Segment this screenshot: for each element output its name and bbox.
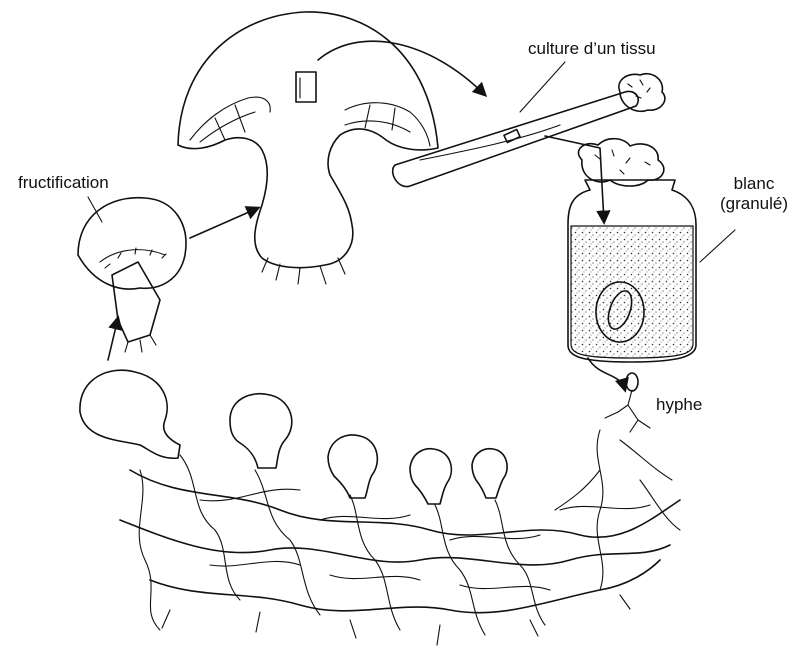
label-blanc-line1: blanc bbox=[720, 174, 788, 194]
young-mushroom-icon bbox=[78, 198, 186, 352]
blanc-leader-line bbox=[700, 230, 735, 262]
culture-leader-line bbox=[520, 62, 565, 112]
mature-mushroom-icon bbox=[178, 12, 438, 284]
arrow-jar-to-hyphe bbox=[588, 358, 625, 390]
label-blanc: blanc (granulé) bbox=[720, 174, 788, 213]
label-fructification: fructification bbox=[18, 173, 109, 193]
arrow-mushroom-to-culture bbox=[318, 41, 485, 95]
arrow-culture-to-jar bbox=[545, 136, 604, 222]
test-tube-icon bbox=[393, 74, 665, 187]
mycelium-network-icon bbox=[120, 430, 680, 645]
spawn-jar-icon bbox=[568, 139, 696, 362]
arrow-fructification-to-mushroom bbox=[190, 208, 258, 238]
hyphe-icon bbox=[605, 373, 650, 432]
label-culture-tissu: culture d’un tissu bbox=[528, 39, 656, 59]
arrow-mycelium-to-fructification bbox=[108, 318, 118, 360]
primordium-icon bbox=[80, 370, 507, 504]
label-hyphe: hyphe bbox=[656, 395, 702, 415]
label-blanc-line2: (granulé) bbox=[720, 194, 788, 214]
